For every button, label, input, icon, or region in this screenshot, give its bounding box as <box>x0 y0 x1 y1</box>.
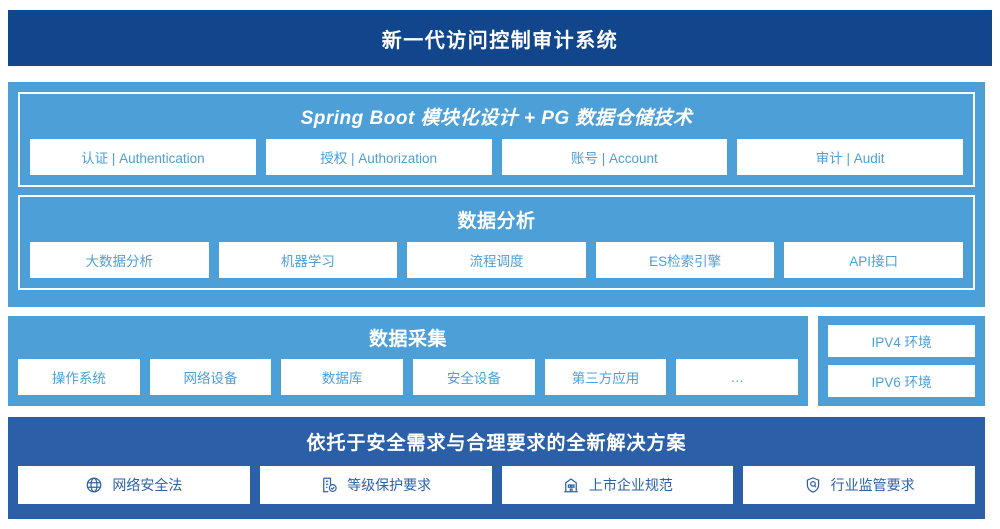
analysis-layer-group: 数据分析 大数据分析 机器学习 流程调度 ES检索引擎 API接口 <box>18 195 975 290</box>
globe-network-icon <box>85 476 103 494</box>
analysis-layer-title: 数据分析 <box>457 211 536 232</box>
collection-layer-group: 数据采集 操作系统 网络设备 数据库 安全设备 第三方应用 … <box>8 316 808 406</box>
compliance-item-label: 上市企业规范 <box>588 477 673 493</box>
page-title-bar: 新一代访问控制审计系统 <box>8 10 992 66</box>
compliance-item-label: 网络安全法 <box>112 477 183 493</box>
compliance-item-listed-company-standard[interactable]: 上市企业规范 <box>501 466 734 504</box>
compliance-items: 网络安全法 等级保护要求 <box>18 466 975 504</box>
collection-item-third-party-app[interactable]: 第三方应用 <box>544 359 667 395</box>
collection-item-operating-system[interactable]: 操作系统 <box>18 359 140 395</box>
collection-item-more[interactable]: … <box>676 359 799 395</box>
document-check-icon <box>320 476 338 494</box>
environment-item-ipv4[interactable]: IPV4 环境 <box>828 325 975 357</box>
platform-layer-title: Spring Boot 模块化设计 + PG 数据仓储技术 <box>300 108 693 129</box>
environment-item-ipv6[interactable]: IPV6 环境 <box>828 365 975 397</box>
collection-layer-items: 操作系统 网络设备 数据库 安全设备 第三方应用 … <box>18 359 799 395</box>
bank-building-icon <box>562 476 580 494</box>
collection-layer-title: 数据采集 <box>368 329 447 350</box>
platform-item-account[interactable]: 账号 | Account <box>501 139 728 175</box>
compliance-item-classified-protection[interactable]: 等级保护要求 <box>259 466 492 504</box>
analysis-item-process-scheduling[interactable]: 流程调度 <box>407 242 586 278</box>
compliance-title: 依托于安全需求与合理要求的全新解决方案 <box>306 433 687 454</box>
compliance-item-cybersecurity-law[interactable]: 网络安全法 <box>18 466 250 504</box>
platform-item-authentication[interactable]: 认证 | Authentication <box>30 139 256 175</box>
compliance-item-label: 等级保护要求 <box>347 477 432 493</box>
collection-item-security-device[interactable]: 安全设备 <box>413 359 535 395</box>
shield-search-icon <box>804 476 822 494</box>
analysis-layer-items: 大数据分析 机器学习 流程调度 ES检索引擎 API接口 <box>30 242 963 278</box>
collection-item-database[interactable]: 数据库 <box>281 359 404 395</box>
page-title: 新一代访问控制审计系统 <box>381 29 619 52</box>
analysis-item-es-search-engine[interactable]: ES检索引擎 <box>595 242 775 278</box>
analysis-item-machine-learning[interactable]: 机器学习 <box>218 242 398 278</box>
compliance-item-industry-regulation[interactable]: 行业监管要求 <box>743 466 975 504</box>
platform-layer-items: 认证 | Authentication 授权 | Authorization 账… <box>30 139 963 175</box>
compliance-panel: 依托于安全需求与合理要求的全新解决方案 网络安全法 <box>8 417 985 519</box>
environment-panel: IPV4 环境 IPV6 环境 <box>818 316 985 406</box>
upper-panel: Spring Boot 模块化设计 + PG 数据仓储技术 认证 | Authe… <box>8 82 985 307</box>
platform-layer-group: Spring Boot 模块化设计 + PG 数据仓储技术 认证 | Authe… <box>18 92 975 187</box>
platform-item-audit[interactable]: 审计 | Audit <box>737 139 963 175</box>
analysis-item-api[interactable]: API接口 <box>784 242 963 278</box>
collection-row: 数据采集 操作系统 网络设备 数据库 安全设备 第三方应用 … IPV4 环境 … <box>8 316 985 406</box>
compliance-item-label: 行业监管要求 <box>830 477 915 493</box>
platform-item-authorization[interactable]: 授权 | Authorization <box>265 139 492 175</box>
collection-item-network-device[interactable]: 网络设备 <box>149 359 272 395</box>
analysis-item-bigdata[interactable]: 大数据分析 <box>30 242 209 278</box>
